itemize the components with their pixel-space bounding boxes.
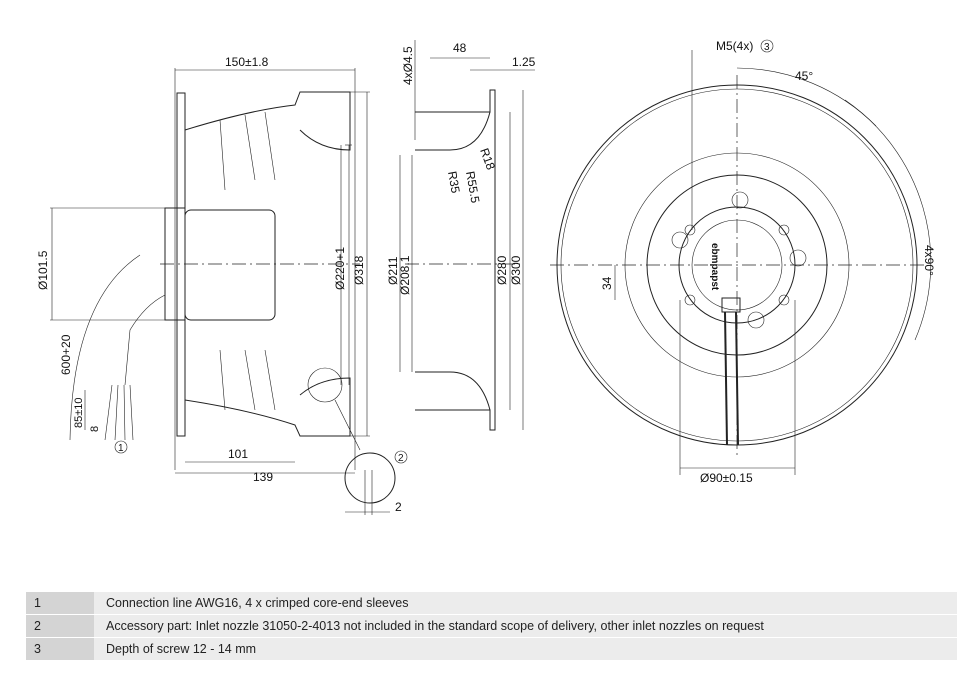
- note-text: Accessory part: Inlet nozzle 31050-2-401…: [94, 614, 957, 638]
- dim-cable-length: 600+20: [59, 334, 73, 375]
- callout-1: 1: [118, 443, 124, 454]
- note-number: 2: [26, 614, 94, 638]
- dim-dia-280: Ø280: [495, 255, 509, 285]
- dim-dia-208: Ø208.1: [398, 255, 412, 295]
- callout-1-circle: [114, 440, 128, 454]
- detail-view-2: [344, 452, 396, 504]
- side-view: 150±1.8 Ø101.5 600+20 85±10 8 1 101 139 …: [36, 55, 408, 515]
- technical-drawing: 150±1.8 Ø101.5 600+20 85±10 8 1 101 139 …: [36, 39, 936, 515]
- dim-r35: R35: [445, 170, 463, 194]
- dim-dia-300: Ø300: [509, 255, 523, 285]
- dim-outer-diameter: Ø318: [352, 255, 366, 285]
- dim-motor-diameter: Ø101.5: [36, 250, 50, 290]
- note-number: 1: [26, 592, 94, 615]
- dim-r55: R55.5: [463, 170, 482, 204]
- dim-thickness: 1.25: [512, 55, 536, 69]
- note-number: 3: [26, 637, 94, 661]
- dim-hub-diameter: Ø90±0.15: [700, 471, 753, 485]
- dim-angle-45: 45°: [795, 69, 813, 83]
- note-text: Depth of screw 12 - 14 mm: [94, 637, 957, 661]
- dim-angle-4x90: 4x90°: [922, 245, 936, 276]
- callout-2: 2: [398, 453, 404, 464]
- dim-width-overall: 150±1.8: [225, 55, 269, 69]
- dim-holes: 4xØ4.5: [401, 46, 415, 85]
- dim-nozzle-depth: 48: [453, 41, 467, 55]
- dim-inlet-diameter: Ø220+1: [333, 247, 347, 290]
- dim-sleeve-length: 8: [89, 426, 101, 432]
- callout-3: 3: [764, 42, 770, 53]
- dim-screws: M5(4x): [716, 39, 753, 53]
- dim-detail-gap: 2: [395, 500, 402, 514]
- note-text: Connection line AWG16, 4 x crimped core-…: [94, 592, 957, 615]
- front-view: ebmpapst M5(4x) 3 45° 4x90° 34 Ø90±0.15: [550, 39, 936, 485]
- nozzle-view: 4xØ4.5 48 1.25 R18 R35 R55.5 Ø211 Ø208.1…: [386, 40, 536, 431]
- dim-depth-101: 101: [228, 447, 248, 461]
- dim-strip-length: 85±10: [73, 397, 85, 428]
- ebmpapst-logo: ebmpapst: [709, 243, 720, 291]
- dim-dia-211: Ø211: [386, 256, 400, 285]
- dim-depth-139: 139: [253, 470, 273, 484]
- dim-offset-34: 34: [600, 276, 614, 290]
